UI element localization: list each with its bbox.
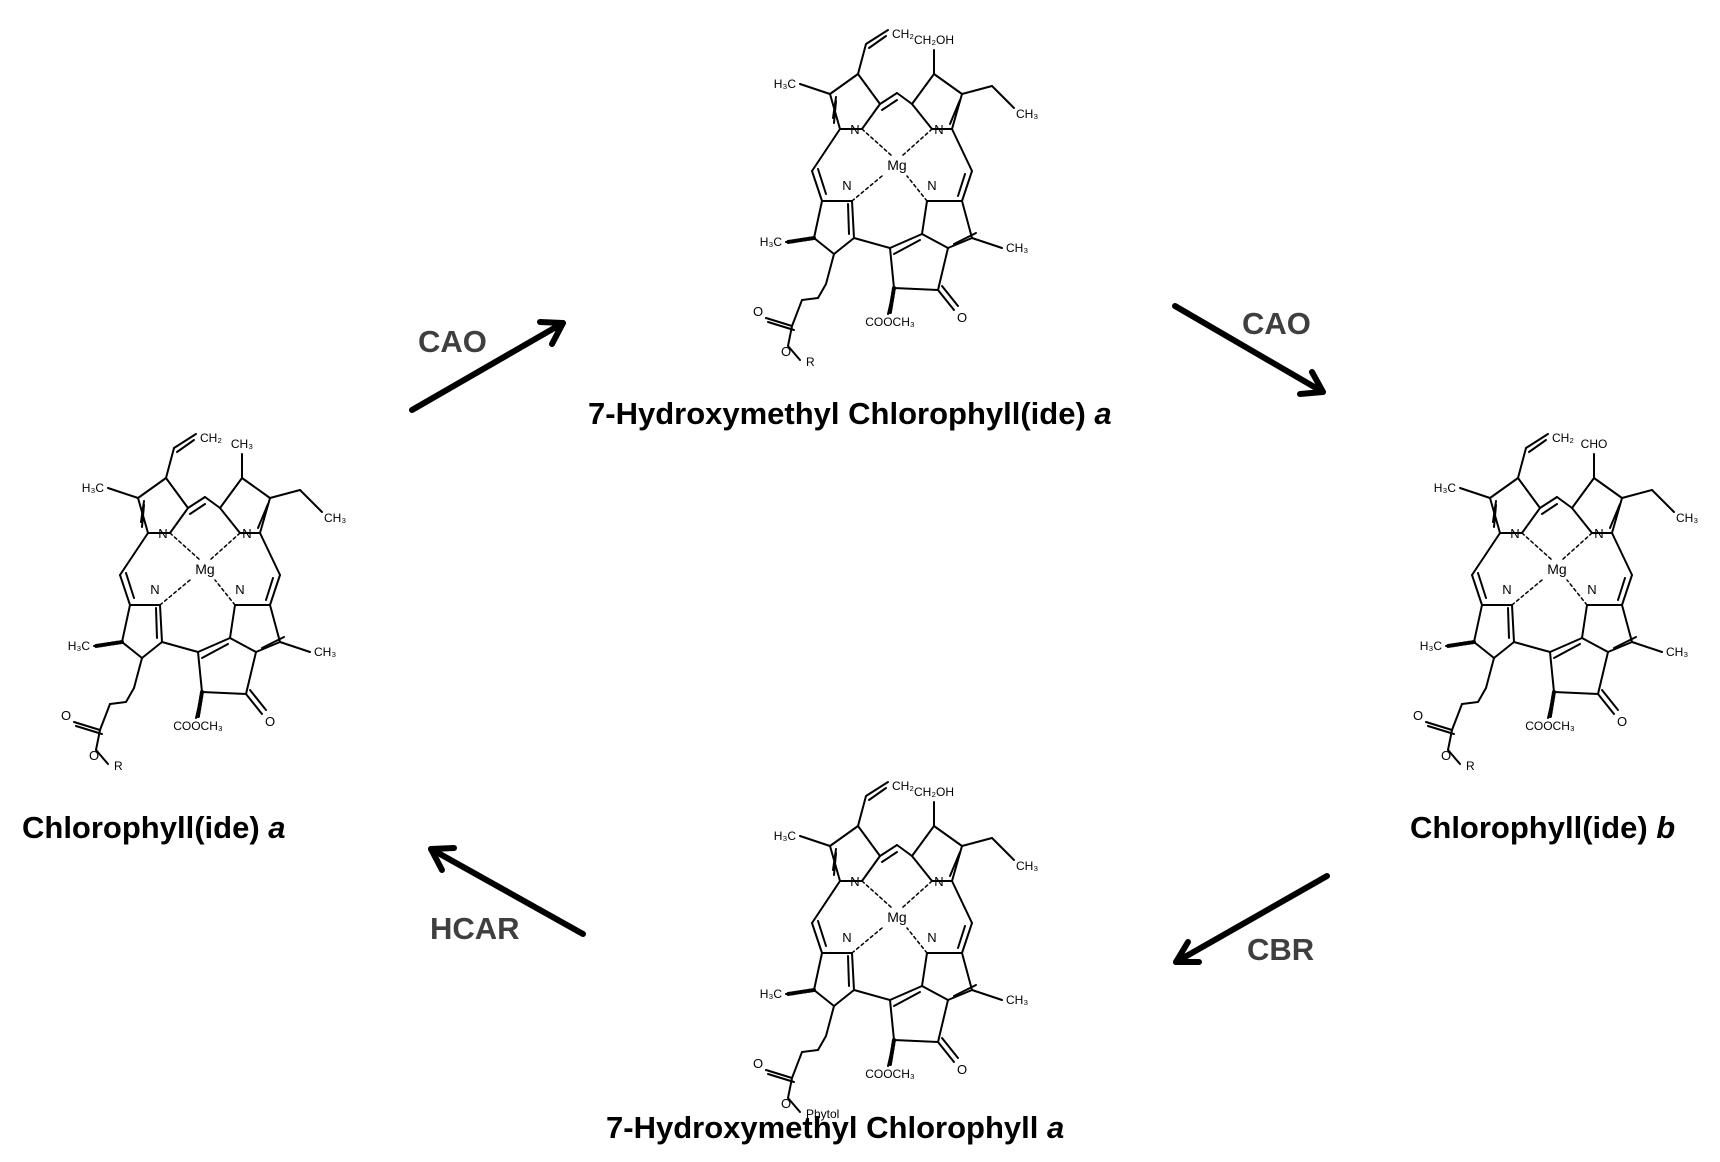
atom-label-n4: N (1587, 582, 1596, 597)
atom-label-vinyl: CH₂ (1552, 431, 1574, 445)
atom-label-n3: N (842, 930, 851, 945)
atom-label-n1: N (850, 874, 859, 889)
compound-name-italic: a (268, 810, 286, 845)
atom-label-carbonyl-o: O (1617, 714, 1627, 729)
atom-label-n4: N (927, 178, 936, 193)
compound-title-hydroxymethyl-chlorophyllide-a: 7-Hydroxymethyl Chlorophyll(ide) a (588, 396, 1112, 432)
atom-label-n3: N (1502, 582, 1511, 597)
atom-label-ester-o: O (89, 748, 99, 763)
compound-name-italic: a (1094, 396, 1112, 431)
atom-label-ethyl: CH₃ (1676, 511, 1698, 525)
atom-label-methyl-right: CH₃ (1666, 645, 1688, 659)
atom-label-r-group: R (806, 355, 815, 369)
atom-label-r-group: R (114, 759, 123, 773)
atom-label-methyl-left: H₃C (82, 481, 105, 495)
compound-name: 7-Hydroxymethyl Chlorophyll (606, 1110, 1047, 1145)
arrow-cao-2 (1172, 303, 1326, 397)
atom-label-vinyl: CH₂ (892, 779, 914, 793)
atom-label-metal: Mg (1547, 561, 1566, 577)
compound-name-italic: b (1656, 810, 1676, 845)
atom-label-acid-o: O (61, 708, 71, 723)
atom-label-n2: N (1594, 526, 1603, 541)
atom-label-ethyl: CH₃ (1016, 107, 1038, 121)
atom-label-n3: N (150, 582, 159, 597)
atom-label-ethyl: CH₃ (324, 511, 346, 525)
atom-label-ester: COOCH₃ (173, 719, 223, 733)
atom-label-acid-o: O (753, 304, 763, 319)
atom-label-methyl-right: CH₃ (1006, 241, 1028, 255)
atom-label-n2: N (934, 874, 943, 889)
enzyme-label-cao-2: CAO (1242, 306, 1311, 341)
compound-title-chlorophyllide-a: Chlorophyll(ide) a (22, 810, 286, 846)
atom-label-methyl-left: H₃C (774, 77, 797, 91)
atom-label-n1: N (158, 526, 167, 541)
atom-label-r3: CH₂OH (914, 785, 954, 799)
enzyme-label-cbr: CBR (1247, 932, 1315, 967)
atom-label-ester-o: O (1441, 748, 1451, 763)
atom-label-vinyl: CH₂ (200, 431, 222, 445)
atom-label-ester: COOCH₃ (865, 1067, 915, 1081)
atom-label-n2: N (934, 122, 943, 137)
atom-label-r-group: R (1466, 759, 1475, 773)
atom-label-carbonyl-o: O (957, 310, 967, 325)
atom-label-metal: Mg (887, 909, 906, 925)
atom-label-r-group: Phytol (806, 1107, 839, 1121)
atom-label-n3: N (842, 178, 851, 193)
compound-name: 7-Hydroxymethyl Chlorophyll(ide) (588, 396, 1095, 431)
atom-label-methyl-left: H₃C (774, 829, 797, 843)
arrow-cao-1 (409, 319, 566, 413)
skeleton-bonds (73, 433, 323, 765)
compound-name: Chlorophyll(ide) (1410, 810, 1657, 845)
atom-label-methyl-bottom: H₃C (760, 987, 783, 1001)
atom-label-acid-o: O (1413, 708, 1423, 723)
atom-label-methyl-bottom: H₃C (760, 235, 783, 249)
compound-title-hydroxymethyl-chlorophyll-a: 7-Hydroxymethyl Chlorophyll a (606, 1110, 1064, 1146)
atom-label-ester: COOCH₃ (865, 315, 915, 329)
atom-label-carbonyl-o: O (265, 714, 275, 729)
atom-label-acid-o: O (753, 1056, 763, 1071)
arrow-hcar (428, 845, 586, 937)
enzyme-label-cao-1: CAO (418, 324, 487, 359)
atom-label-r3: CH₃ (231, 437, 253, 451)
skeleton-bonds (1425, 433, 1675, 765)
atom-label-ester-o: O (781, 344, 791, 359)
atom-label-methyl-left: H₃C (1434, 481, 1457, 495)
atom-label-methyl-right: CH₃ (314, 645, 336, 659)
atom-label-r3: CHO (1581, 437, 1608, 451)
atom-label-methyl-bottom: H₃C (68, 639, 91, 653)
atom-label-n2: N (242, 526, 251, 541)
atom-label-n1: N (850, 122, 859, 137)
atom-label-ester: COOCH₃ (1525, 719, 1575, 733)
atom-label-r3: CH₂OH (914, 33, 954, 47)
atom-label-ester-o: O (781, 1096, 791, 1111)
atom-label-n1: N (1510, 526, 1519, 541)
atom-label-metal: Mg (195, 561, 214, 577)
atom-label-n4: N (235, 582, 244, 597)
skeleton-bonds (765, 781, 1015, 1113)
compound-name: Chlorophyll(ide) (22, 810, 269, 845)
atom-label-n4: N (927, 930, 936, 945)
compound-title-chlorophyllide-b: Chlorophyll(ide) b (1410, 810, 1675, 846)
atom-label-carbonyl-o: O (957, 1062, 967, 1077)
arrow-cbr (1173, 873, 1330, 965)
atom-label-methyl-bottom: H₃C (1420, 639, 1443, 653)
atom-label-methyl-right: CH₃ (1006, 993, 1028, 1007)
skeleton-bonds (765, 29, 1015, 361)
atom-label-ethyl: CH₃ (1016, 859, 1038, 873)
atom-label-vinyl: CH₂ (892, 27, 914, 41)
compound-name-italic: a (1046, 1110, 1065, 1145)
atom-label-metal: Mg (887, 157, 906, 173)
enzyme-label-hcar: HCAR (430, 911, 520, 946)
